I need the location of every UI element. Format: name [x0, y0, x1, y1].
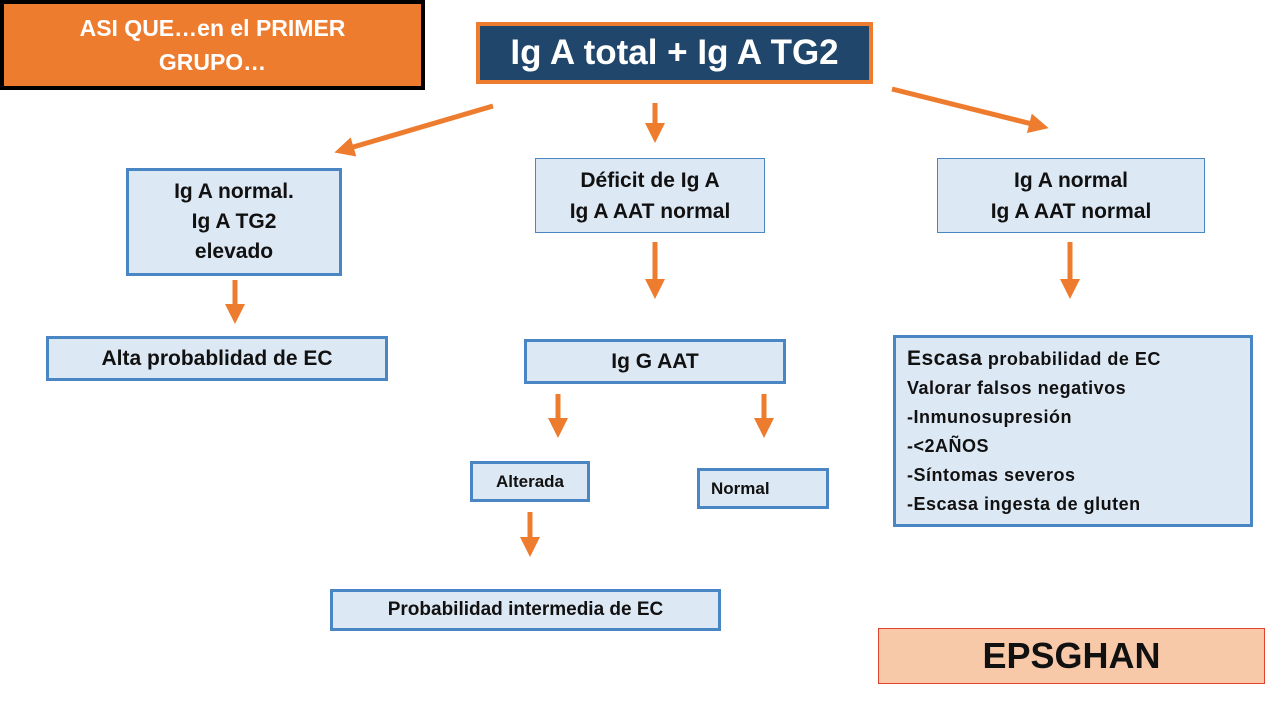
result-right-title-big: Escasa	[907, 346, 983, 370]
corner-note: ASI QUE…en el PRIMER GRUPO…	[0, 0, 425, 90]
branch-mid-line2: Ig A AAT normal	[569, 199, 731, 223]
result-intermediate-box: Probabilidad intermedia de EC	[330, 589, 721, 631]
arrow-top-to-right	[891, 86, 1049, 134]
branch-mid-box: Déficit de Ig A Ig A AAT normal	[535, 158, 765, 233]
corner-note-line2: GRUPO…	[158, 49, 267, 75]
result-right-title-rest: probabilidad de EC	[982, 348, 1161, 369]
branch-left-line2: Ig A TG2	[191, 210, 277, 233]
result-left-box: Alta probablidad de EC	[46, 336, 388, 381]
result-right-line5: -Síntomas severos	[907, 464, 1076, 485]
result-right-line3: -Inmunosupresión	[907, 406, 1072, 427]
sub-normal-box: Normal	[697, 468, 829, 509]
result-intermediate-label: Probabilidad intermedia de EC	[387, 599, 664, 620]
result-mid-label: Ig G AAT	[611, 349, 699, 373]
result-right-line4: -<2AÑOS	[907, 435, 990, 456]
result-right-line6: -Escasa ingesta de gluten	[907, 493, 1141, 514]
sub-altered-label: Alterada	[495, 471, 565, 491]
result-right-title: Escasa probabilidad de EC	[907, 344, 1161, 374]
sub-altered-box: Alterada	[470, 461, 590, 502]
result-mid-box: Ig G AAT	[524, 339, 786, 384]
source-box: EPSGHAN	[878, 628, 1265, 684]
branch-mid-line1: Déficit de Ig A	[580, 168, 720, 192]
branch-left-box: Ig A normal. Ig A TG2 elevado	[126, 168, 342, 276]
corner-note-line1: ASI QUE…en el PRIMER	[79, 15, 346, 41]
branch-right-line1: Ig A normal	[1014, 168, 1128, 192]
top-test-box: Ig A total + Ig A TG2	[476, 22, 873, 84]
arrow-top-to-left	[334, 103, 494, 157]
branch-right-line2: Ig A AAT normal	[990, 199, 1152, 223]
sub-normal-label: Normal	[711, 478, 770, 498]
branch-left-line3: elevado	[194, 240, 274, 263]
result-right-line2: Valorar falsos negativos	[907, 377, 1127, 398]
branch-left-line1: Ig A normal.	[174, 180, 294, 203]
top-test-label: Ig A total + Ig A TG2	[510, 33, 839, 72]
branch-right-box: Ig A normal Ig A AAT normal	[937, 158, 1205, 233]
result-left-label: Alta probablidad de EC	[101, 346, 333, 370]
result-right-box: Escasa probabilidad de EC Valorar falsos…	[893, 335, 1253, 527]
source-label: EPSGHAN	[982, 635, 1161, 676]
